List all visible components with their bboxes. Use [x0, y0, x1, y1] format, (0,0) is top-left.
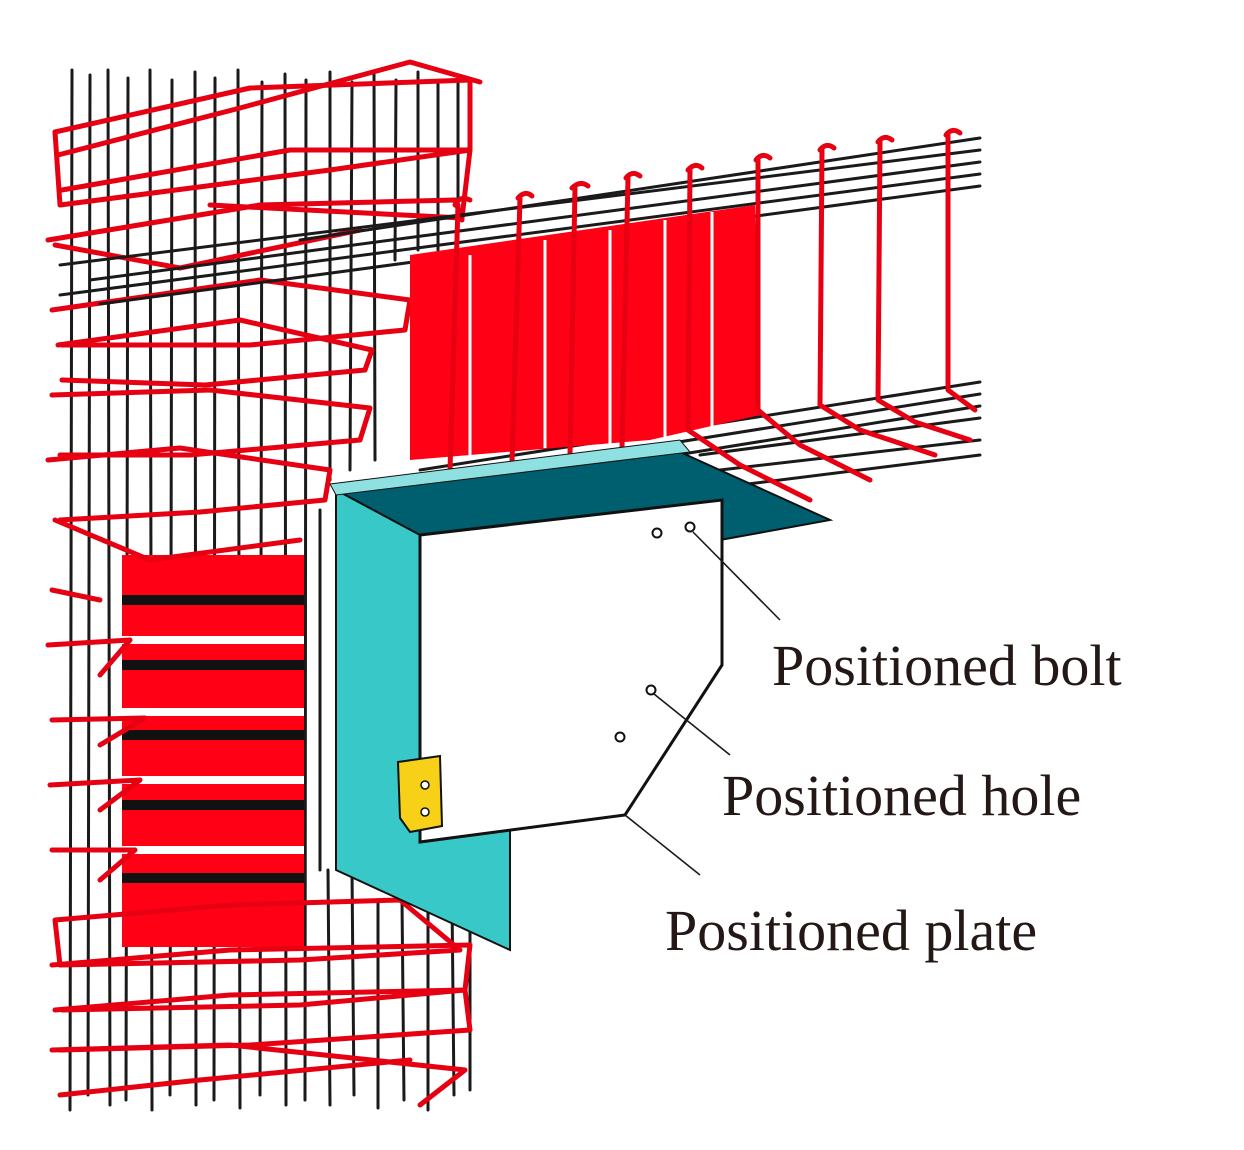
- positioned-hole-label: Positioned hole: [722, 763, 1081, 828]
- positioned-plate-assembly: [329, 439, 834, 952]
- column-stirrups: [45, 59, 483, 1108]
- positioned-plate-label: Positioned plate: [665, 898, 1037, 963]
- plate-edge-strip: [329, 439, 691, 496]
- yellow-connector: [396, 754, 444, 834]
- positioned-hole-marker: [645, 684, 657, 696]
- column-shear-panel: [122, 555, 304, 947]
- beam-cage: [58, 127, 982, 503]
- hole-leader-line: [653, 693, 731, 756]
- beam-shear-panel: [410, 205, 760, 460]
- positioned-bolt-marker: [684, 521, 696, 533]
- positioned-bolt-label: Positioned bolt: [772, 633, 1122, 698]
- plate-leader-line: [624, 814, 701, 876]
- bolt-leader-line: [692, 531, 781, 621]
- bolt-hole-1: [651, 527, 663, 539]
- positioned-plate: [418, 498, 724, 844]
- leader-lines: [624, 531, 781, 876]
- bolt-hole-4: [614, 731, 626, 743]
- beam-stirrups: [447, 127, 978, 503]
